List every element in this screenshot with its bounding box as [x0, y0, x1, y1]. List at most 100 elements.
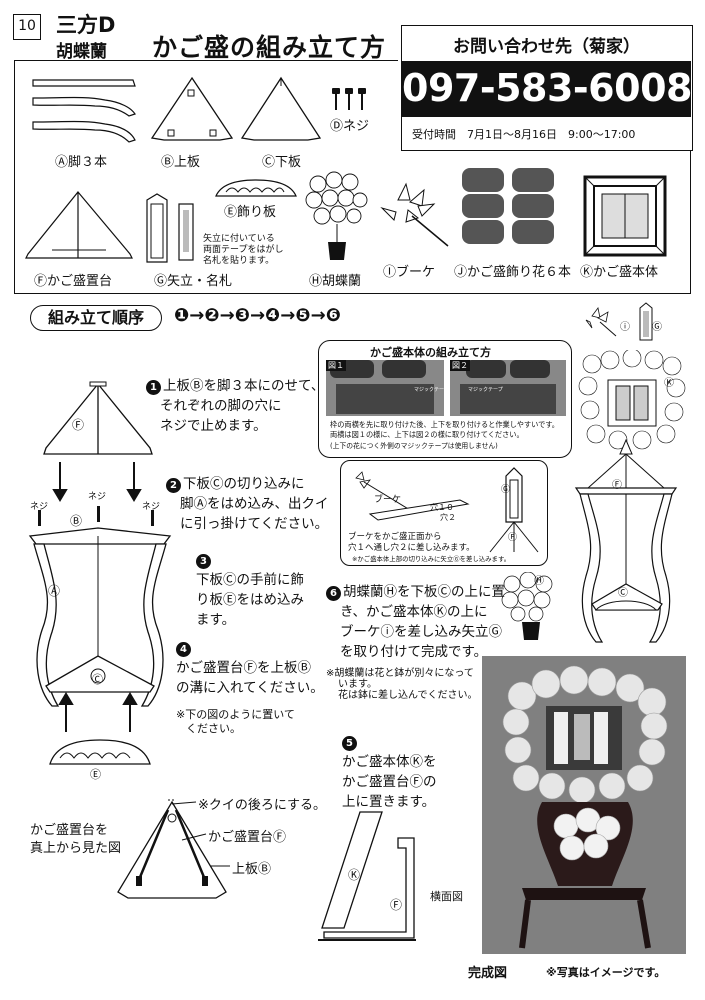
part-e-label: Ⓔ飾り板	[224, 205, 277, 220]
step3-line3: ます。	[196, 612, 236, 628]
contact-box: お問い合わせ先（菊家） 097-583-6008 受付時間 7月1日〜8月16日…	[401, 25, 693, 151]
step6-line3: ブーケⓘを差し込み矢立Ⓖ	[340, 624, 502, 640]
phone-banner	[402, 61, 691, 117]
callout-text1: ブーケをかご盛正面から	[348, 532, 442, 542]
phone-number: 097-583-6008	[402, 66, 692, 110]
seq-4: ❹	[265, 305, 281, 326]
step1-stand-f: Ⓕ	[72, 418, 85, 432]
parts-box-lower	[14, 151, 691, 294]
part-d-label: Ⓓネジ	[330, 119, 370, 134]
label-b-top: Ⓑ	[70, 514, 83, 528]
callout-arrow-stand	[489, 467, 539, 553]
seq-3: ❸	[234, 305, 250, 326]
step6-number: 6	[326, 586, 341, 601]
step1-line2: それぞれの脚の穴に	[160, 398, 282, 414]
step5-number-line: 5	[342, 732, 359, 752]
step2-line3: に引っ掛けてください。	[180, 516, 329, 532]
step3-number-line: 3	[196, 550, 213, 570]
callout-g: Ⓖ	[501, 485, 511, 495]
callout-text3: ※かご盛本体上部の切り込みに矢立Ⓖを差し込みます。	[352, 555, 511, 563]
step2-number: 2	[166, 478, 181, 493]
callout-hole10: 穴１０	[430, 503, 454, 512]
top-view-caption-1: かご盛置台を	[30, 823, 109, 838]
callout-bouquet-diagram	[355, 471, 470, 521]
side-view-f: Ⓕ	[390, 898, 403, 912]
contact-label: お問い合わせ先（菊家）	[453, 37, 640, 57]
step3-line2: り板Ⓔをはめ込み	[196, 592, 304, 608]
top-view-leaders	[171, 801, 230, 867]
orchid-illustration	[305, 171, 368, 260]
tape-label-1: マジックテープ	[414, 387, 449, 393]
name-stand-illustration	[146, 193, 194, 263]
part-a-label: Ⓐ脚３本	[55, 155, 108, 170]
part-j-label: Ⓙかご盛飾り花６本	[454, 265, 572, 280]
seq-6: ❻	[325, 305, 341, 326]
side-view-k: Ⓚ	[348, 868, 361, 882]
down-arrows	[52, 462, 142, 502]
part-f-label: Ⓕかご盛置台	[34, 274, 113, 289]
step4-number: 4	[176, 642, 191, 657]
contact-hours: 受付時間 7月1日〜8月16日 9:00〜17:00	[412, 128, 636, 141]
photo-note: ※写真はイメージです。	[546, 966, 666, 979]
step2-line2: 脚Ⓐをはめ込み、出クイ	[180, 496, 329, 512]
callout-text2: 穴１へ通し穴２に差し込みます。	[348, 543, 475, 553]
page-number-box: 10	[13, 14, 41, 40]
step6-stand-diagram	[574, 438, 678, 643]
step4-note2: ください。	[186, 722, 241, 735]
top-view-f-label: かご盛置台Ⓕ	[208, 830, 287, 845]
callout-bouquet-label: ブーケ	[374, 495, 402, 505]
step1-number: 1	[146, 380, 161, 395]
screw-label-center: ネジ	[88, 492, 107, 502]
seq-5: ❺	[295, 305, 311, 326]
small-stand-icon	[639, 302, 653, 341]
step4-note1: ※下の図のように置いて	[176, 708, 295, 721]
callout-f: Ⓕ	[508, 533, 518, 543]
decor-board-illustration	[215, 179, 297, 197]
bouquet-callout	[340, 460, 548, 566]
step6-line4: を取り付けて完成です。	[340, 644, 488, 660]
bottom-plate-illustration	[240, 76, 322, 141]
part-i-label: Ⓘブーケ	[383, 265, 436, 280]
small-bouquet-label: ⓘ	[620, 322, 630, 333]
step5-line2: かご盛置台Ⓕの	[342, 774, 437, 790]
part-b-label: Ⓑ上板	[161, 155, 201, 170]
top-plate-illustration	[150, 76, 234, 141]
part-g-label: Ⓖ矢立・名札	[154, 274, 233, 289]
step6-note3: 花は鉢に差し込んでください。	[338, 690, 478, 701]
kui-note: ※クイの後ろにする。	[198, 798, 327, 813]
basket-assembly-title: かご盛本体の組み立て方	[370, 346, 491, 359]
small-stand-label: Ⓖ	[652, 322, 662, 333]
part-g-note: 矢立に付いている 両面テープをはがし 名札を貼ります。	[203, 234, 284, 266]
label-e-board: Ⓔ	[90, 768, 101, 781]
step6-orchid-pot	[501, 572, 553, 640]
part-h-label: Ⓗ胡蝶蘭	[309, 274, 362, 289]
callout-hole2: 穴２	[440, 513, 456, 522]
step6-orchid-h: Ⓗ	[534, 576, 544, 587]
basket-body-illustration	[583, 175, 667, 257]
up-arrows	[58, 692, 138, 732]
step6-note1: ※胡蝶蘭は花と鉢が別々になって	[326, 668, 474, 679]
assembly-sequence: ❶→❷→❸→❹→❺→❻	[174, 305, 341, 326]
top-view-caption-2: 真上から見た図	[30, 841, 122, 856]
seq-2: ❷	[204, 305, 220, 326]
sketch-k-label: Ⓚ	[664, 378, 674, 389]
top-view-diagram	[117, 799, 227, 899]
main-stand-diagram	[28, 506, 172, 707]
label-a-leg: Ⓐ	[48, 584, 61, 598]
product-code: 三方D	[56, 13, 116, 37]
seq-1: ❶	[174, 305, 190, 326]
step4-line1: かご盛置台Ⓕを上板Ⓑ	[176, 660, 311, 676]
stand-illustration	[25, 191, 133, 259]
top-view-b-label: 上板Ⓑ	[232, 862, 272, 877]
part-c-label: Ⓒ下板	[262, 155, 302, 170]
step3-decor-board	[49, 739, 151, 765]
screw-label-left: ネジ	[30, 502, 49, 512]
assembly-order-label: 組み立て順序	[47, 308, 144, 327]
basket-note-3: (上下の花につく外側のマジックテープは使用しません)	[330, 442, 498, 450]
step5-line3: 上に置きます。	[342, 794, 436, 810]
side-view-diagram	[318, 811, 416, 941]
label-c-plate: Ⓒ	[92, 673, 103, 686]
fig-2-tag: 図２	[450, 360, 470, 371]
step6-line2: き、かご盛本体Ⓚの上に	[340, 604, 488, 620]
